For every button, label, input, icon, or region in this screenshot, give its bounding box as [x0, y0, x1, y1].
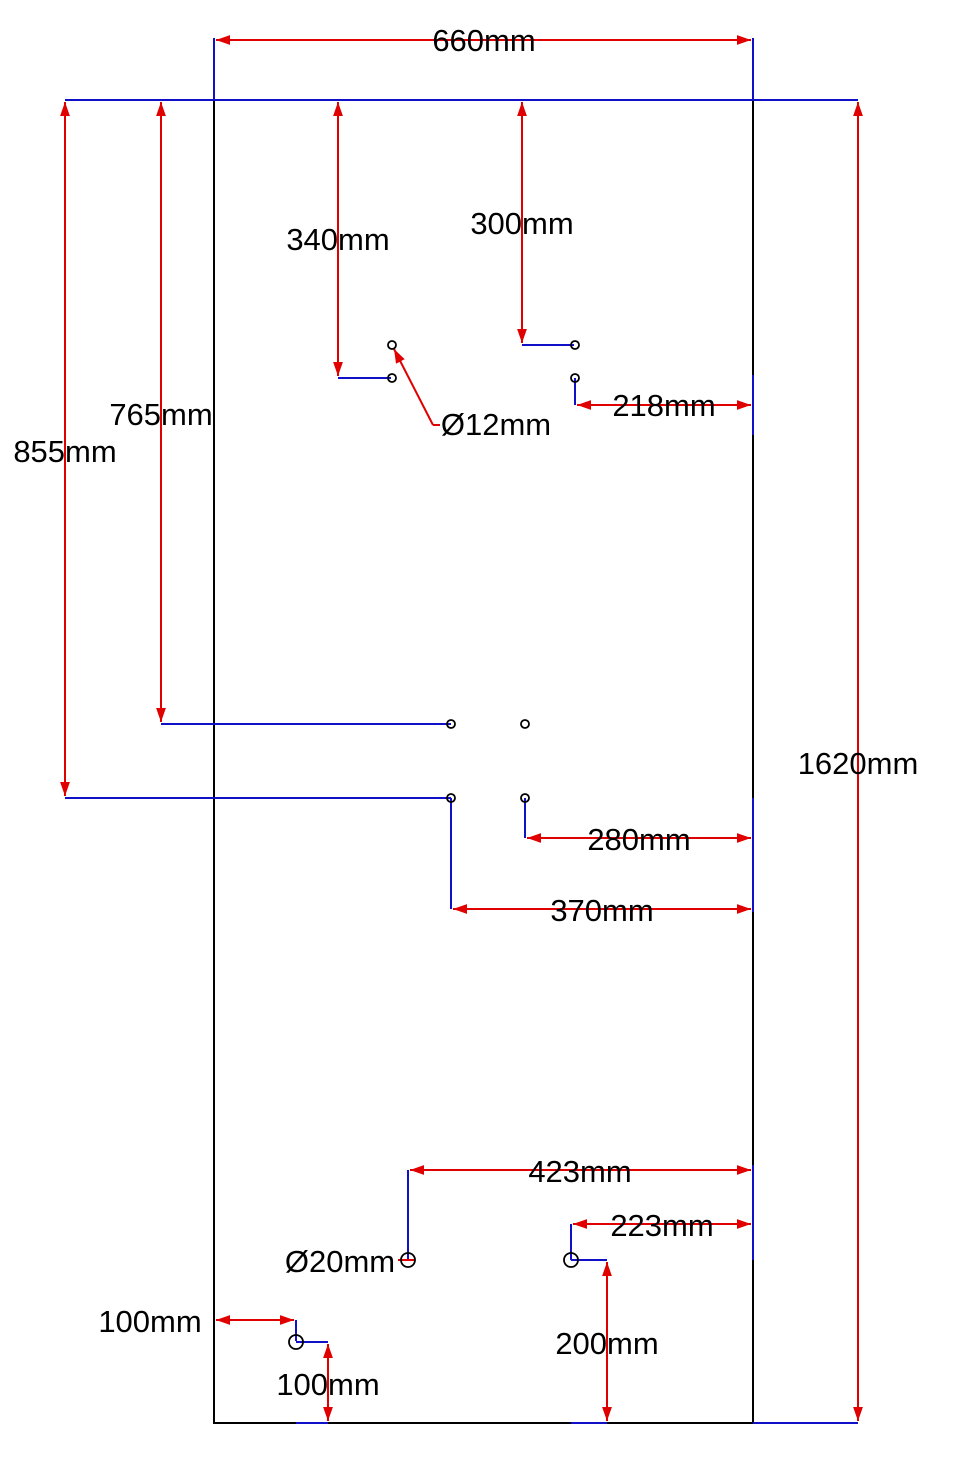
label-left-855: 855mm: [13, 434, 116, 469]
dimension-labels: 660mm 1620mm 340mm 300mm Ø12mm 218mm 765…: [13, 23, 918, 1402]
label-diameter-20: Ø20mm: [285, 1244, 395, 1279]
mounting-holes: [288, 340, 580, 1350]
hole-large: [400, 1252, 416, 1268]
label-top-300: 300mm: [470, 206, 573, 241]
label-bottom-200: 200mm: [555, 1326, 658, 1361]
hole-small: [570, 373, 580, 383]
hole-small: [520, 793, 530, 803]
label-left-765: 765mm: [109, 397, 212, 432]
label-side-370: 370mm: [550, 893, 653, 928]
hole-large: [563, 1252, 579, 1268]
hole-small: [387, 373, 397, 383]
hole-small: [446, 719, 456, 729]
hole-small: [570, 340, 580, 350]
hole-small: [387, 340, 397, 350]
label-side-280: 280mm: [587, 822, 690, 857]
label-width-660: 660mm: [432, 23, 535, 58]
hole-small: [446, 793, 456, 803]
extension-lines: [65, 38, 858, 1424]
label-side-218: 218mm: [612, 388, 715, 423]
label-bottom-100: 100mm: [276, 1367, 379, 1402]
label-side-223: 223mm: [610, 1208, 713, 1243]
label-height-1620: 1620mm: [798, 746, 919, 781]
label-top-340: 340mm: [286, 222, 389, 257]
label-side-423: 423mm: [528, 1154, 631, 1189]
hole-small: [520, 719, 530, 729]
dimension-lines: [60, 35, 863, 1421]
hole-large: [288, 1334, 304, 1350]
label-left-100: 100mm: [98, 1304, 201, 1339]
label-diameter-12: Ø12mm: [441, 407, 551, 442]
